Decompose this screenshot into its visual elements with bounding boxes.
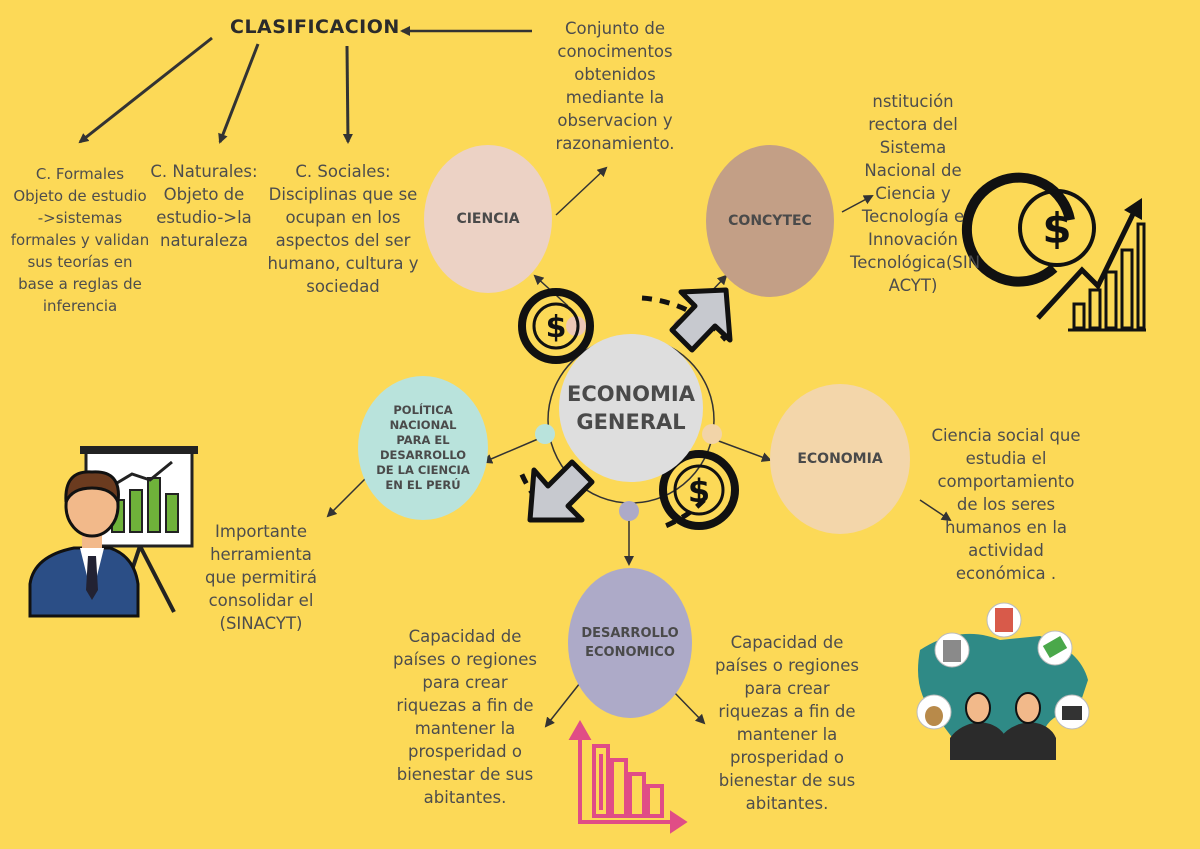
arrow-politica-to-def: [326, 477, 367, 518]
node-desarrollo: DESARROLLO ECONOMICO: [568, 568, 692, 718]
node-center: ECONOMIA GENERAL: [559, 334, 703, 482]
politica-definition: Importante herramienta que permitirá con…: [204, 522, 318, 633]
arrow-title-to-naturales: [218, 43, 260, 144]
node-economia: ECONOMIA: [770, 384, 910, 534]
svg-text:$: $: [688, 472, 710, 510]
ciencias-formales-text: C. Formales Objeto de estudio ->sistemas…: [10, 165, 150, 315]
desarrollo-definition-left: Capacidad de países o regiones para crea…: [392, 627, 538, 807]
page-title: CLASIFICACION: [230, 16, 400, 38]
concytec-definition: nstitución rectora del Sistema Nacional …: [850, 92, 981, 295]
economia-definition: Ciencia social que estudia el comportami…: [931, 426, 1081, 583]
arrow-desarrollo-to-right: [671, 689, 706, 725]
arrow-center-to-economia: [715, 439, 772, 462]
ciencia-definition: Conjunto de conocimentos obtenidos media…: [555, 19, 675, 153]
arrow-down-left-icon: [527, 459, 595, 523]
connector-arrows: [78, 26, 952, 728]
bar-chart-icon: [568, 719, 688, 834]
dollar-growth-icon: $: [961, 172, 1146, 332]
presenter-chart-icon: [28, 446, 198, 618]
dollar-coin-icon: $: [518, 288, 594, 364]
arrow-economia-to-def: [919, 499, 952, 522]
svg-text:$: $: [1042, 204, 1071, 253]
arrow-title-to-formales: [78, 36, 213, 144]
node-ciencia: CIENCIA: [424, 145, 552, 293]
node-concytec: CONCYTEC: [706, 145, 834, 297]
ciencias-sociales-text: C. Sociales: Disciplinas que se ocupan e…: [267, 162, 419, 296]
node-politica: POLÍTICA NACIONAL PARA EL DESARROLLO DE …: [358, 376, 488, 520]
svg-text:$: $: [546, 310, 567, 345]
arrow-desarrollo-to-left: [544, 682, 581, 728]
arrow-center-to-politica: [482, 435, 546, 464]
global-business-icon: [916, 602, 1090, 760]
desarrollo-definition-right: Capacidad de países o regiones para crea…: [714, 633, 860, 813]
arrow-concytec-to-def: [841, 195, 874, 213]
arrow-up-right-icon: [669, 287, 733, 353]
arrow-ciencia-to-def: [555, 166, 608, 216]
ciencias-naturales-text: C. Naturales: Objeto de estudio->la natu…: [150, 162, 258, 250]
arrow-title-to-sociales: [342, 45, 353, 144]
dollar-coin-icon: $: [659, 450, 739, 530]
